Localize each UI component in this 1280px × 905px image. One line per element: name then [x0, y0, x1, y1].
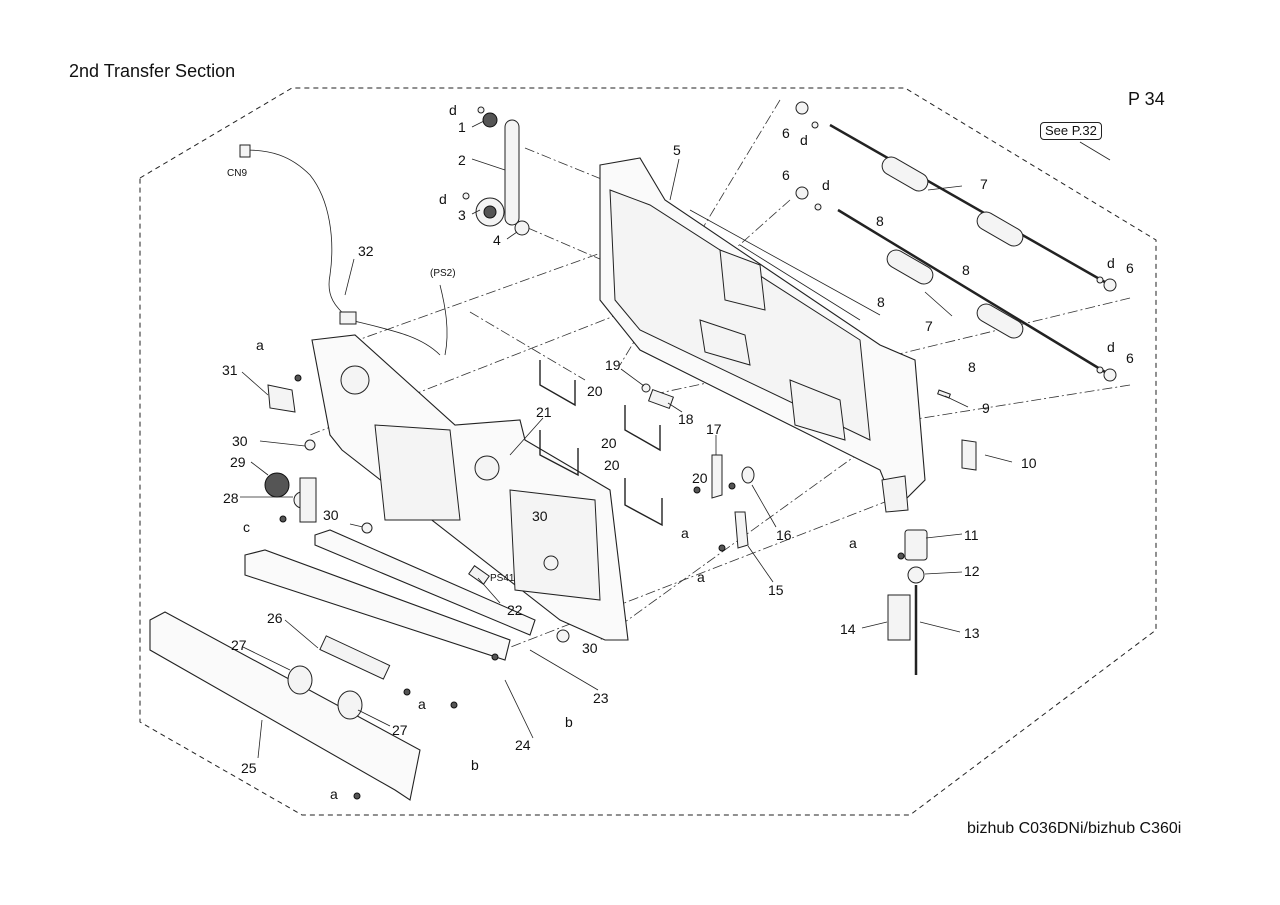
callout-2: 2 [458, 152, 466, 168]
callout-20-a: 20 [587, 383, 603, 399]
screw-a-3: a [697, 569, 705, 585]
section-boundary [139, 87, 1157, 816]
main-frame-part-5 [599, 157, 926, 513]
callout-20-b: 20 [601, 435, 617, 451]
callout-6-b: 6 [782, 167, 790, 183]
mylar-sheets-part-20 [539, 360, 663, 527]
callout-26: 26 [267, 610, 283, 626]
callout-10: 10 [1021, 455, 1037, 471]
ring-d-5: d [1107, 255, 1115, 271]
screw-b-1: b [471, 757, 479, 773]
callout-29: 29 [230, 454, 246, 470]
callout-30-c: 30 [532, 508, 548, 524]
ring-d-3: d [822, 177, 830, 193]
ring-d-1: d [449, 102, 457, 118]
drive-belt-and-gears [475, 112, 530, 236]
callout-31: 31 [222, 362, 238, 378]
callout-leaders [240, 120, 1013, 759]
wire-harness-part-32 [239, 144, 448, 356]
callout-14: 14 [840, 621, 856, 637]
callout-8-a: 8 [876, 213, 884, 229]
connector-cn9: CN9 [227, 168, 247, 179]
callout-15: 15 [768, 582, 784, 598]
screw-a-4: a [849, 535, 857, 551]
ring-d-6: d [1107, 339, 1115, 355]
callout-5: 5 [673, 142, 681, 158]
gear-assembly [264, 384, 317, 523]
screw-b-2: b [565, 714, 573, 730]
lower-guides [149, 529, 536, 801]
callout-16: 16 [776, 527, 792, 543]
callout-17: 17 [706, 421, 722, 437]
screw-a-2: a [681, 525, 689, 541]
callout-30-a: 30 [232, 433, 248, 449]
screw-a-5: a [418, 696, 426, 712]
callout-7-b: 7 [925, 318, 933, 334]
callout-12: 12 [964, 563, 980, 579]
callout-3: 3 [458, 207, 466, 223]
callout-1: 1 [458, 119, 466, 135]
callout-30-d: 30 [582, 640, 598, 656]
callout-20-c: 20 [604, 457, 620, 473]
callout-8-d: 8 [968, 359, 976, 375]
callout-8-b: 8 [962, 262, 970, 278]
callout-6-c: 6 [1126, 260, 1134, 276]
lever-assembly [887, 529, 928, 675]
fasteners [279, 106, 1104, 800]
callout-19: 19 [605, 357, 621, 373]
callout-labels: 1 2 3 4 5 6 6 6 6 7 7 8 8 8 8 9 10 11 12… [222, 102, 1134, 802]
callout-6-d: 6 [1126, 350, 1134, 366]
small-brackets [468, 383, 977, 585]
callout-11: 11 [964, 527, 979, 543]
page-number: P 34 [1128, 89, 1165, 109]
callout-18: 18 [678, 411, 694, 427]
callout-6-a: 6 [782, 125, 790, 141]
screw-a-1: a [256, 337, 264, 353]
ring-d-4: d [439, 191, 447, 207]
sensor-ps2: (PS2) [430, 268, 456, 279]
callout-7-a: 7 [980, 176, 988, 192]
model-footer: bizhub C036DNi/bizhub C360i [967, 820, 1182, 837]
callout-27-a: 27 [231, 637, 247, 653]
roller-shafts [795, 101, 1117, 382]
callout-21: 21 [536, 404, 552, 420]
callout-28: 28 [223, 490, 239, 506]
callout-22: 22 [507, 602, 523, 618]
callout-30-b: 30 [323, 507, 339, 523]
callout-27-b: 27 [392, 722, 408, 738]
callout-32: 32 [358, 243, 374, 259]
callout-24: 24 [515, 737, 531, 753]
callout-20-d: 20 [692, 470, 708, 486]
callout-25: 25 [241, 760, 257, 776]
callout-13: 13 [964, 625, 980, 641]
page-title: 2nd Transfer Section [69, 61, 236, 81]
sensor-ps41: PS41 [490, 573, 515, 584]
callout-23: 23 [593, 690, 609, 706]
ring-d-2: d [800, 132, 808, 148]
screw-a-6: a [330, 786, 338, 802]
callout-4: 4 [493, 232, 501, 248]
see-page-reference: See P.32 [1040, 122, 1102, 140]
callout-9: 9 [982, 400, 990, 416]
screw-c-1: c [243, 519, 250, 535]
callout-8-c: 8 [877, 294, 885, 310]
